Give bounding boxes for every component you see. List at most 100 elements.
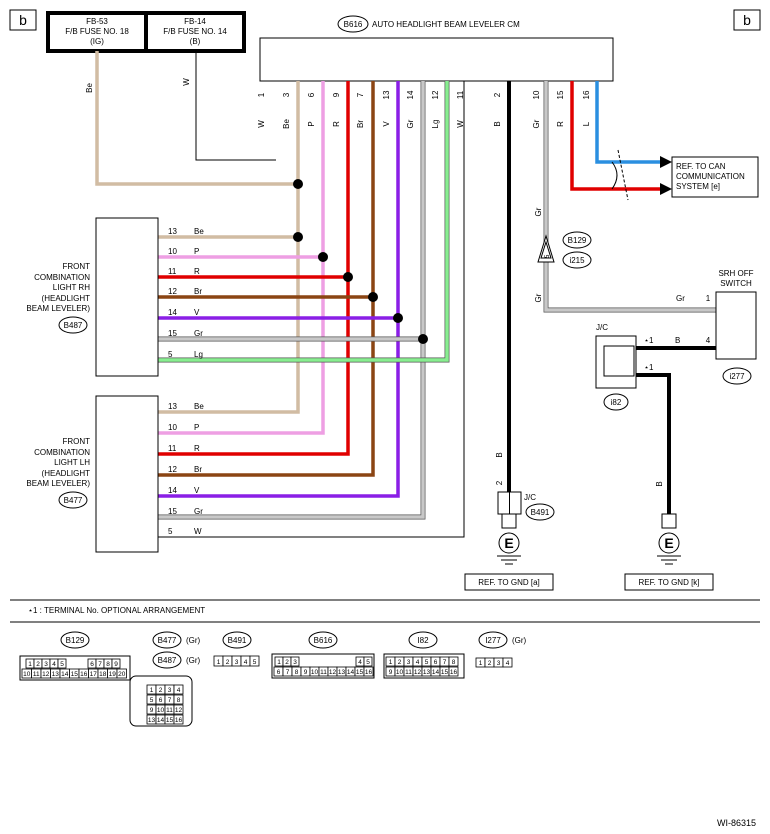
cm-pin-color: Gr <box>532 119 541 128</box>
lh-pins-pin-color: Be <box>194 402 204 411</box>
cm-pin-color: Br <box>356 120 365 128</box>
wire-cm-gr <box>158 81 425 519</box>
legend-b491-pin: 5 <box>253 659 257 666</box>
legend-b129-bot-pin: 18 <box>99 671 107 678</box>
svg-text:E: E <box>664 535 673 551</box>
legend-i277-pin: 1 <box>479 660 483 667</box>
legend-b477-row-pin: 5 <box>150 697 154 704</box>
svg-text:Gr: Gr <box>534 207 543 216</box>
fuse-fb53: FB-53 F/B FUSE NO. 18 (IG) <box>65 17 129 46</box>
svg-text:B: B <box>655 481 664 486</box>
legend-b616-bot-pin: 6 <box>277 669 281 676</box>
legend-b491-pin: 4 <box>244 659 248 666</box>
svg-text:COMMUNICATION: COMMUNICATION <box>676 172 745 181</box>
legend-b616-bot-pin: 14 <box>347 669 355 676</box>
cm-pin-number: 1 <box>257 92 266 97</box>
cm-pin-color: R <box>332 121 341 127</box>
cm-pin-color: W <box>257 120 266 128</box>
svg-text:B477: B477 <box>158 636 177 645</box>
svg-text:(B): (B) <box>190 37 201 46</box>
legend-b477-row-pin: 6 <box>159 697 163 704</box>
splice-gr <box>418 334 428 344</box>
svg-text:I277: I277 <box>485 636 501 645</box>
cm-pin-number: 13 <box>382 90 391 99</box>
svg-text:(Gr): (Gr) <box>512 636 527 645</box>
legend-i82-bot-pin: 9 <box>389 669 393 676</box>
svg-text:B487: B487 <box>64 321 83 330</box>
fuse-wire-label-be: Be <box>85 83 94 93</box>
svg-text:FRONT: FRONT <box>62 437 90 446</box>
svg-text:B: B <box>495 452 504 457</box>
rh-pins-pin-number: 10 <box>168 247 177 256</box>
rh-pins-pin-color: Gr <box>194 329 203 338</box>
legend-b616-bot-cell <box>363 666 374 677</box>
svg-text:B129: B129 <box>66 636 85 645</box>
legend-b477-row-cell <box>173 714 184 725</box>
joint-connector-b491: B 2 J/C B491 <box>495 452 555 521</box>
legend-b477-row-pin: 1 <box>150 687 154 694</box>
lh-pins-pin-color: Br <box>194 465 202 474</box>
svg-text:B491: B491 <box>531 508 550 517</box>
svg-text:i82: i82 <box>611 398 622 407</box>
svg-text:(Gr): (Gr) <box>186 656 201 665</box>
legend-i277-cell <box>502 657 513 668</box>
svg-text:J/C: J/C <box>596 323 608 332</box>
front-combination-light-rh: FRONT COMBINATION LIGHT RH (HEADLIGHT BE… <box>26 217 159 377</box>
can-reference: REF. TO CAN COMMUNICATION SYSTEM [e] <box>671 156 759 198</box>
legend-i82-bot-pin: 10 <box>396 669 404 676</box>
cm-pin-number: 16 <box>582 90 591 99</box>
legend-b129-bot-pin: 17 <box>90 671 98 678</box>
legend-b129-top-pin: 1 <box>28 661 32 668</box>
svg-text:(Gr): (Gr) <box>186 636 201 645</box>
legend-b616-bot-pin: 8 <box>295 669 299 676</box>
legend-b129-bot-pin: 14 <box>61 671 69 678</box>
svg-text:REF. TO GND [a]: REF. TO GND [a] <box>478 578 540 587</box>
wire-cm-gr-srh <box>544 81 716 312</box>
legend-b477-row-pin: 7 <box>168 697 172 704</box>
legend-b616-bot-pin: 9 <box>304 669 308 676</box>
legend-b616-bot-pin: 13 <box>338 669 346 676</box>
legend-b477-row-pin: 12 <box>175 707 183 714</box>
cm-pin-color: Lg <box>431 120 440 129</box>
legend-b129-top2-cell <box>111 658 121 669</box>
rh-pins-pin-color: V <box>194 308 200 317</box>
lh-pins-pin-color: Gr <box>194 507 203 516</box>
svg-text:B491: B491 <box>228 636 247 645</box>
legend-b477-row-pin: 13 <box>148 717 156 724</box>
wires <box>95 51 716 538</box>
gnd-reference-a: REF. TO GND [a] <box>464 573 554 591</box>
legend-i277-pin: 4 <box>506 660 510 667</box>
svg-text:B616: B616 <box>344 20 363 29</box>
svg-text:FB-53: FB-53 <box>86 17 108 26</box>
legend-i82-top-pin: 7 <box>443 659 447 666</box>
ground-a: E <box>497 513 521 565</box>
svg-text:AUTO HEADLIGHT BEAM LEVELER CM: AUTO HEADLIGHT BEAM LEVELER CM <box>372 20 520 29</box>
legend-b616-bot-pin: 12 <box>329 669 337 676</box>
wire-cm-r <box>158 81 350 456</box>
legend-b616-bot-pin: 11 <box>320 669 327 676</box>
legend-i82-bot-pin: 11 <box>405 669 412 676</box>
lh-pins-pin-number: 13 <box>168 402 177 411</box>
legend-b616-top-a-pin: 2 <box>285 659 289 666</box>
svg-text:i215: i215 <box>569 256 585 265</box>
rh-pins-pin-color: Br <box>194 287 202 296</box>
lh-pins-pin-number: 14 <box>168 486 177 495</box>
svg-text:E: E <box>504 535 513 551</box>
wire-cm-r-can <box>570 81 660 191</box>
lh-pins-pin-number: 15 <box>168 507 177 516</box>
svg-text:5: 5 <box>545 254 551 258</box>
legend-b129-bot-pin: 20 <box>118 671 126 678</box>
cm-pin-color: B <box>493 121 502 126</box>
lh-pins-pin-number: 10 <box>168 423 177 432</box>
svg-text:2: 2 <box>495 480 504 485</box>
svg-text:B129: B129 <box>568 236 587 245</box>
page-marker-right: b <box>733 9 761 31</box>
legend-b477-row-cell <box>173 684 184 695</box>
lh-pins-pin-color: R <box>194 444 200 453</box>
legend-b477-row-pin: 10 <box>157 707 165 714</box>
svg-text:4: 4 <box>706 336 711 345</box>
svg-text:B616: B616 <box>314 636 333 645</box>
